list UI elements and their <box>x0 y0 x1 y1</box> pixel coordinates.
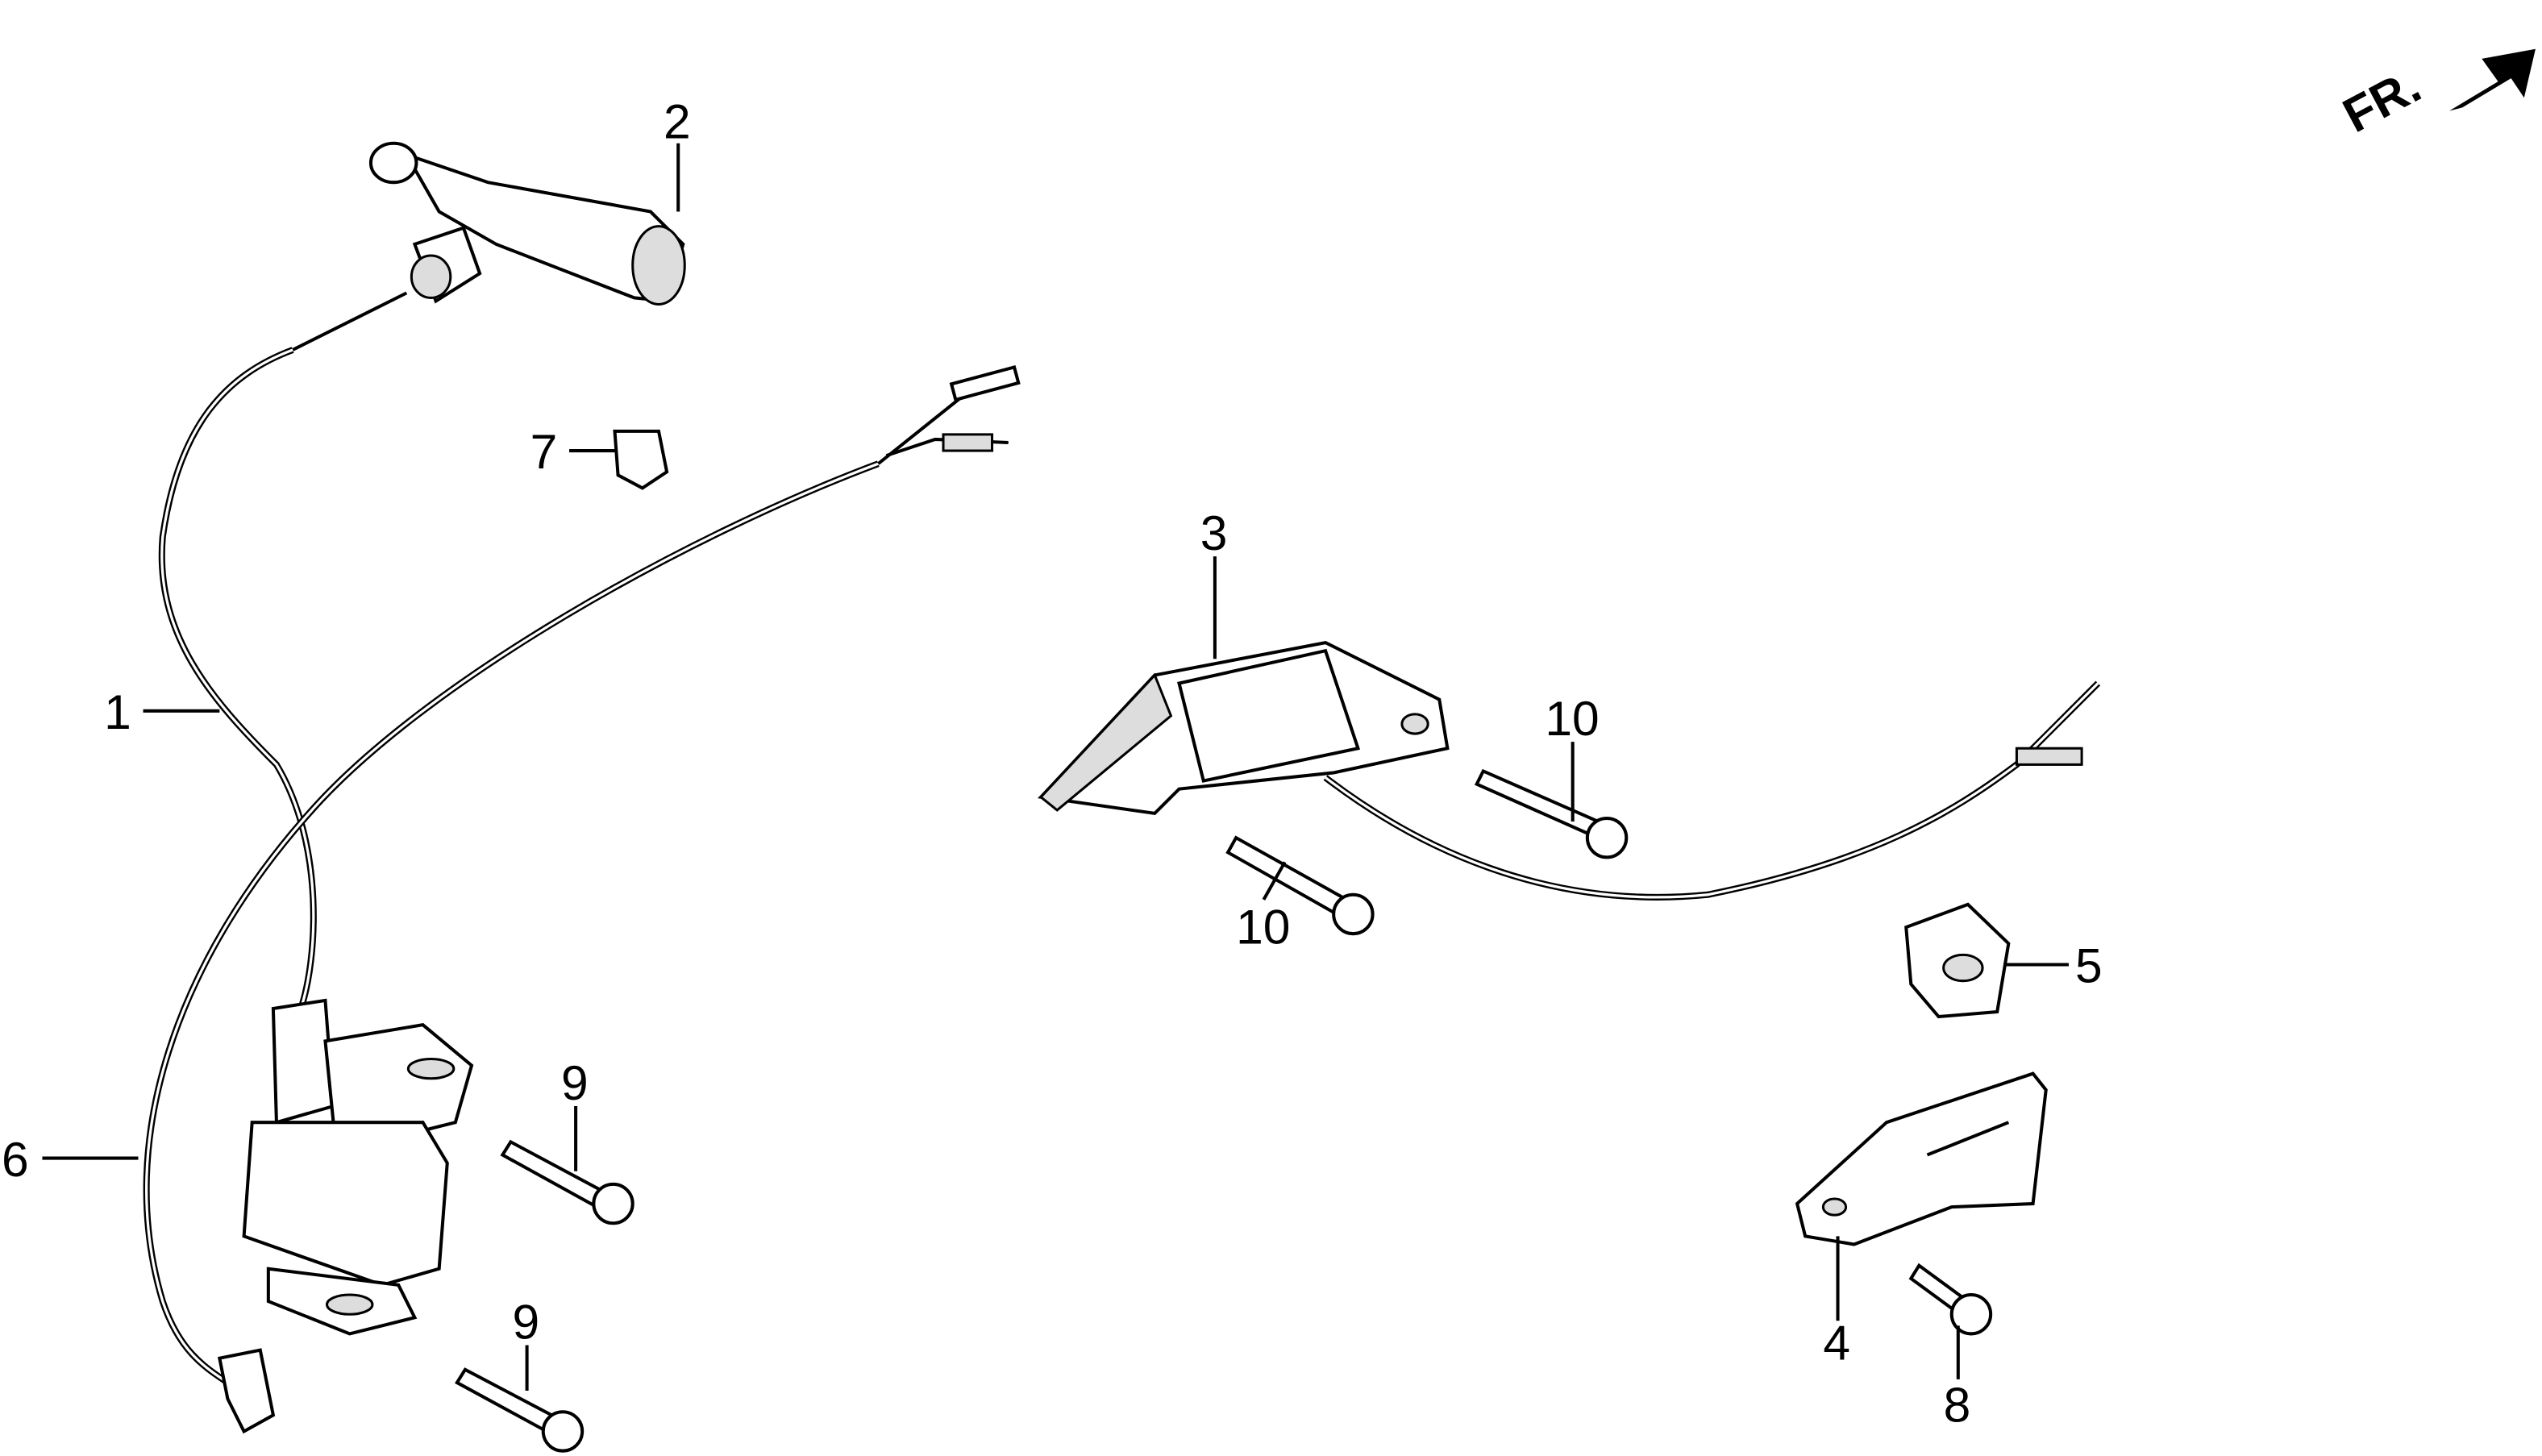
ignition-coil <box>242 1023 474 1336</box>
callout-5: 5 <box>2075 938 2103 993</box>
front-direction-marker: FR. <box>2334 48 2536 143</box>
callout-9b: 9 <box>512 1294 539 1349</box>
arrow-up-right-icon <box>2449 48 2536 111</box>
callout-6: 6 <box>2 1132 29 1187</box>
flange-bolt-9a <box>500 1139 634 1225</box>
charge-coil <box>1037 640 2101 901</box>
bracket-plate <box>1795 1071 2048 1246</box>
callout-8: 8 <box>1944 1377 1971 1432</box>
flange-bolt-10b <box>1225 835 1375 936</box>
callout-3: 3 <box>1200 505 1228 560</box>
fr-label: FR. <box>2334 57 2429 143</box>
flange-bolt-10a <box>1474 768 1629 859</box>
stop-wire <box>143 364 1021 1434</box>
bolt-8 <box>1908 1263 1993 1336</box>
callout-2: 2 <box>664 94 691 149</box>
callout-10a: 10 <box>1545 691 1599 746</box>
grommet <box>1904 902 2011 1019</box>
callout-10b: 10 <box>1236 899 1290 954</box>
spark-plug-cap <box>292 141 686 352</box>
clip <box>613 429 669 490</box>
leader-lines <box>42 143 2069 1392</box>
callout-1: 1 <box>104 684 131 739</box>
callout-9a: 9 <box>561 1055 589 1110</box>
ignition-coil-cable <box>158 347 335 1125</box>
callout-4: 4 <box>1823 1316 1850 1371</box>
flange-bolt-9b <box>455 1367 585 1453</box>
callout-7: 7 <box>530 424 558 479</box>
